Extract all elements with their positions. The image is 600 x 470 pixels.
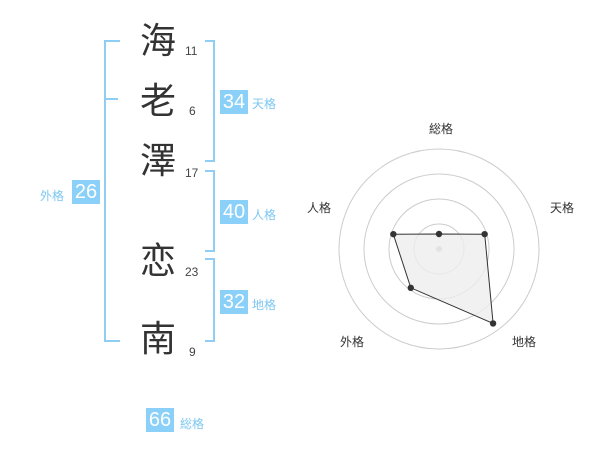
- stroke-count-1: 11: [185, 44, 198, 58]
- gaikaku-label: 外格: [40, 189, 65, 203]
- chikaku-bracket: [205, 258, 215, 342]
- radar-point-5: [390, 230, 397, 238]
- radar-point-1: [435, 230, 443, 238]
- name-char-5: 南: [140, 319, 177, 360]
- soukaku-badge: 66: [146, 408, 174, 432]
- radar-axis-label-chikaku: 地格: [512, 334, 536, 349]
- chikaku-label: 地格: [252, 298, 277, 312]
- tenkaku-badge: 34: [220, 90, 248, 114]
- radar-point-4: [407, 284, 414, 292]
- radar-axis-label-soukaku: 総格: [429, 121, 453, 136]
- name-char-3: 澤: [140, 141, 177, 182]
- radar-area: [392, 233, 494, 325]
- fortune-radar-chart: 総格 天格 地格 外格 人格: [307, 121, 574, 350]
- radar-grid-ring-3: [363, 173, 515, 325]
- radar-axis-label-jinkaku: 人格: [307, 200, 331, 215]
- stroke-count-5: 9: [189, 345, 196, 359]
- radar-points: [390, 230, 497, 327]
- tenkaku-bracket: [205, 40, 215, 162]
- jinkaku-label: 人格: [252, 208, 277, 222]
- name-char-2: 老: [140, 81, 177, 122]
- jinkaku-badge: 40: [220, 200, 248, 224]
- gaikaku-badge: 26: [72, 180, 100, 204]
- radar-axis-label-gaikaku: 外格: [340, 334, 364, 349]
- name-char-4: 恋: [140, 241, 177, 282]
- radar-point-3: [489, 320, 497, 327]
- jinkaku-bracket: [205, 170, 215, 252]
- radar-point-2: [481, 230, 488, 238]
- stroke-count-4: 23: [185, 265, 199, 279]
- gaikaku-bracket-tick: [104, 98, 118, 100]
- stroke-count-3: 17: [185, 166, 199, 180]
- radar-axis-label-tenkaku: 天格: [550, 200, 574, 215]
- chikaku-badge: 32: [220, 290, 248, 314]
- name-char-1: 海: [140, 21, 177, 62]
- soukaku-label: 総格: [180, 417, 205, 431]
- radar-grid-ring-4: [338, 148, 540, 350]
- stroke-count-2: 6: [189, 104, 196, 118]
- gaikaku-bracket: [104, 40, 120, 342]
- tenkaku-label: 天格: [252, 97, 277, 111]
